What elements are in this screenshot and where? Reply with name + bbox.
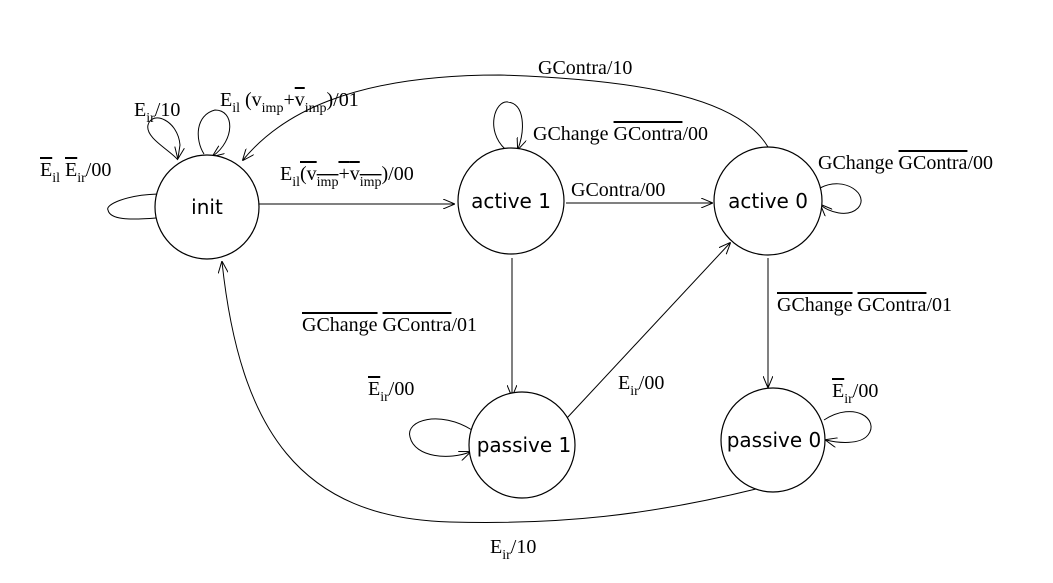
state-active1: active 1 [457, 147, 565, 255]
label-active0-self: GChange GContra/00 [818, 152, 993, 174]
self-loop-passive0 [823, 411, 872, 443]
self-loop-init-top-b [197, 109, 231, 156]
self-loop-active0 [820, 183, 862, 214]
label-gcontra-10: GContra/10 [538, 57, 632, 79]
edge-passive1-to-active0 [566, 243, 730, 419]
state-active1-label: active 1 [471, 189, 551, 213]
label-passive1-to-active0: Eir/00 [618, 372, 664, 399]
label-init-to-active1: Eil(vimp+vimp)/00 [280, 163, 414, 190]
self-loop-passive1 [409, 418, 473, 456]
label-passive1-self: Eir/00 [368, 378, 414, 405]
state-init: init [154, 154, 260, 260]
label-init-self-c: Eil Eir/00 [40, 159, 111, 186]
state-passive1: passive 1 [468, 391, 576, 499]
label-init-self-b: Eil (vimp+vimp)/01 [220, 89, 359, 116]
edge-passive0-to-init [222, 262, 757, 524]
label-active1-self: GChange GContra/00 [533, 123, 708, 145]
edge-active0-to-init [243, 74, 769, 160]
self-loop-init-left [107, 193, 159, 220]
self-loop-active1 [493, 101, 523, 149]
label-passive0-to-init: Eir/10 [490, 536, 536, 563]
label-passive0-self: Eir/00 [832, 380, 878, 407]
state-passive0-label: passive 0 [727, 428, 822, 452]
label-init-self-a: Eir/10 [134, 99, 180, 126]
state-init-label: init [191, 195, 223, 219]
state-passive0: passive 0 [720, 387, 826, 493]
label-active0-to-passive0: GChange GContra/01 [777, 294, 952, 316]
state-active0-label: active 0 [728, 189, 808, 213]
state-active0: active 0 [713, 146, 823, 256]
label-active1-to-active0: GContra/00 [571, 179, 665, 201]
label-active1-to-passive1: GChange GContra/01 [302, 314, 477, 336]
state-passive1-label: passive 1 [477, 433, 572, 457]
self-loop-init-top-a [147, 117, 180, 161]
